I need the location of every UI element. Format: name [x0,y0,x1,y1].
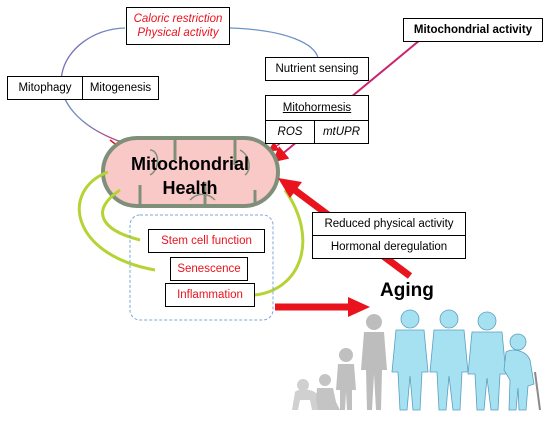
box-mitophagy: Mitophagy [7,76,83,100]
box-stem-cell-function: Stem cell function [148,229,265,253]
arrowhead-aging [348,297,370,317]
caloric-restriction-label: Caloric restriction [133,13,223,25]
box-mitochondrial-activity: Mitochondrial activity [403,18,543,42]
mtupr-label: mtUPR [322,126,361,138]
dashed-group [129,214,274,321]
box-hormonal-deregulation: Hormonal deregulation [312,235,466,259]
mitochondrial-health-line1: Mitochondrial [131,154,249,174]
curve-caloric-to-mito-left [60,27,131,146]
box-mtupr: mtUPR [314,120,369,144]
mitochondrial-health-title: Mitochondrial Health [120,152,260,200]
box-reduced-physical-activity: Reduced physical activity [312,212,466,236]
mitophagy-label: Mitophagy [18,82,72,94]
box-nutrient-sensing: Nutrient sensing [265,57,369,81]
aging-label: Aging [380,280,434,301]
arrowhead-health [278,178,302,198]
curve-caloric-to-nutrient [229,27,319,59]
green-curve-right [254,189,305,297]
mitochondrial-health-line2: Health [162,178,218,198]
box-caloric-physical: Caloric restriction Physical activity [126,7,230,45]
green-curve-outer [77,170,156,272]
ros-label: ROS [277,126,303,138]
green-curve-inner [101,188,141,242]
box-inflammation: Inflammation [165,283,255,307]
senescence-label: Senescence [177,263,241,275]
inflammation-label: Inflammation [177,289,243,301]
mitochondrial-activity-label: Mitochondrial activity [413,24,533,36]
stem-cell-function-label: Stem cell function [161,235,252,247]
box-mitohormesis: Mitohormesis [265,95,369,121]
mitochondrion-icon [101,136,280,208]
mitohormesis-label: Mitohormesis [282,102,352,114]
physical-activity-label: Physical activity [137,27,219,39]
reduced-physical-activity-label: Reduced physical activity [324,218,454,230]
human-growth-silhouettes-icon [292,309,541,411]
box-ros: ROS [265,120,315,144]
nutrient-sensing-label: Nutrient sensing [275,63,359,75]
box-senescence: Senescence [170,257,248,281]
mitogenesis-label: Mitogenesis [89,82,152,94]
box-mitogenesis: Mitogenesis [82,76,159,100]
hormonal-deregulation-label: Hormonal deregulation [330,241,448,253]
